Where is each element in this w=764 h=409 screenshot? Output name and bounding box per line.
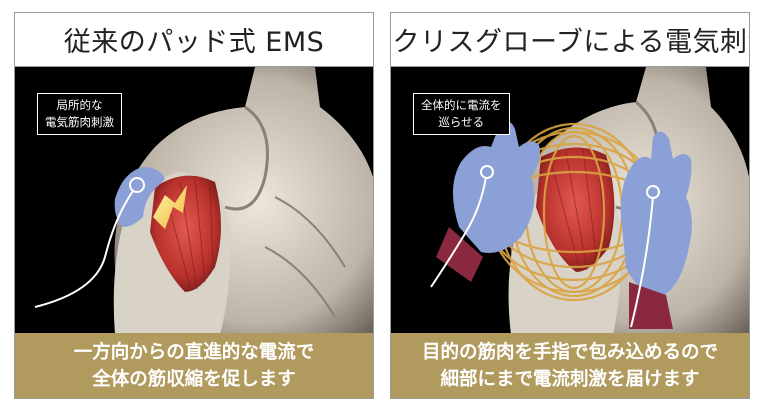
right-glove	[620, 131, 692, 329]
callout-label: 全体的に電流を 巡らせる	[413, 93, 510, 135]
pad-ems-panel: 従来のパッド式 EMS	[14, 12, 374, 399]
shoulder-illustration	[15, 67, 373, 335]
panel-caption: 目的の筋肉を手指で包み込めるので 細部にまで電流刺激を届けます	[391, 333, 749, 398]
ems-pad	[114, 167, 165, 227]
shoulder-illustration	[391, 67, 749, 335]
panel-caption: 一方向からの直進的な電流で 全体の筋収縮を促します	[15, 333, 373, 398]
shoulder-muscle-image	[34, 67, 373, 335]
glove-ems-panel: ラクリスグローブによる電気刺激	[390, 12, 750, 399]
panel-title: 従来のパッド式 EMS	[15, 13, 373, 67]
left-glove	[430, 121, 540, 288]
shoulder-glove-image	[430, 67, 749, 335]
callout-label: 局所的な 電気筋肉刺激	[37, 93, 122, 135]
ems-wire	[34, 190, 134, 308]
panel-title: ラクリスグローブによる電気刺激	[391, 13, 749, 67]
current-arrow	[153, 185, 187, 229]
